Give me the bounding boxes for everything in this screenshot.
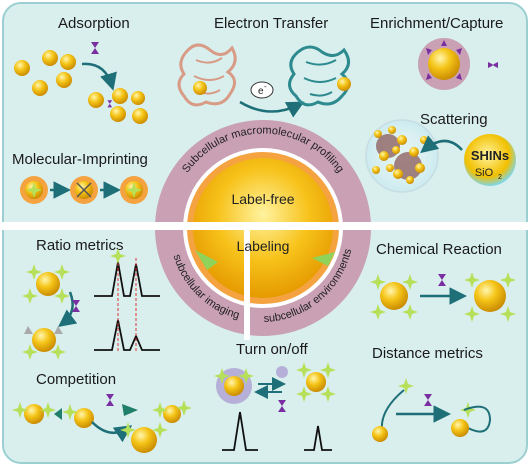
molecular-imprinting-label: Molecular-Imprinting xyxy=(12,151,148,168)
adsorption-panel: Adsorption xyxy=(14,15,148,124)
competition-panel: Competition xyxy=(12,371,192,453)
turn-on-off-panel: Turn on/off xyxy=(214,341,336,451)
shins-label: SHINs xyxy=(471,148,509,163)
shins-particle xyxy=(464,134,516,186)
distance-metrics-panel: Distance metrics xyxy=(372,345,492,442)
chemical-reaction-panel: Chemical Reaction xyxy=(370,241,516,322)
central-circle xyxy=(150,120,380,340)
sio2-label: SiO xyxy=(475,167,494,179)
molecular-imprinting-panel: Molecular-Imprinting xyxy=(12,151,148,204)
adsorption-label: Adsorption xyxy=(58,15,130,32)
ratio-metrics-panel: Ratio metrics xyxy=(22,237,160,360)
electron-transfer-panel: Electron Transfer e - xyxy=(177,15,351,118)
ratio-metrics-label: Ratio metrics xyxy=(36,237,124,254)
svg-text:e: e xyxy=(258,86,264,97)
label-free-title: Label-free xyxy=(231,191,294,207)
labeling-title: Labeling xyxy=(237,238,290,254)
protein-right xyxy=(288,45,350,107)
scattering-panel: Scattering SHINs SiO 2 xyxy=(365,111,516,193)
electron-bubble xyxy=(250,81,274,99)
distance-metrics-label: Distance metrics xyxy=(372,345,483,362)
protein-left xyxy=(177,43,237,107)
competition-label: Competition xyxy=(36,371,116,388)
enrichment-label: Enrichment/Capture xyxy=(370,15,503,32)
turn-on-off-label: Turn on/off xyxy=(236,341,309,358)
svg-text:2: 2 xyxy=(498,174,502,181)
scattering-label: Scattering xyxy=(420,111,488,128)
chemical-reaction-label: Chemical Reaction xyxy=(376,241,502,258)
enrichment-panel: Enrichment/Capture xyxy=(370,15,503,90)
svg-text:-: - xyxy=(264,82,267,91)
electron-transfer-label: Electron Transfer xyxy=(214,15,328,32)
